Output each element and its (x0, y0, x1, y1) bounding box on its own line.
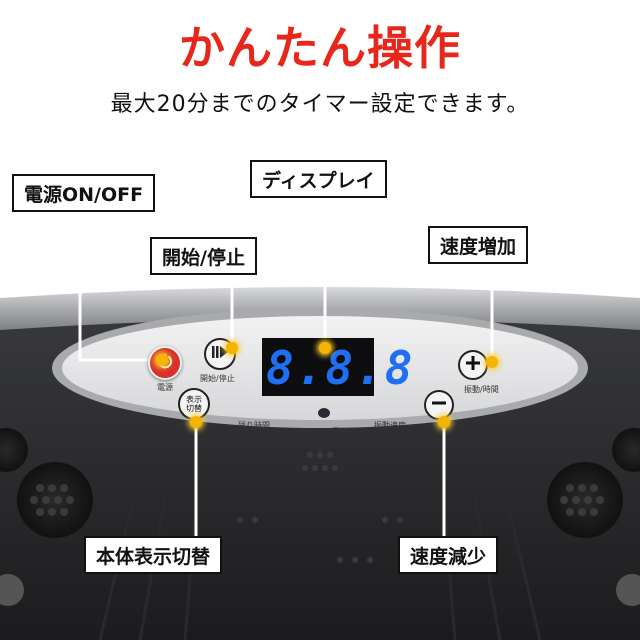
display-switch-button-text: 表示 切替 (186, 395, 202, 413)
plus-icon (465, 355, 481, 375)
display-switch-highlight-dot (190, 416, 202, 428)
massage-pad-left-edge (0, 428, 28, 472)
play-pause-icon (210, 344, 230, 364)
power-highlight-dot (156, 354, 168, 366)
speed-down-button[interactable] (424, 390, 454, 420)
start-stop-highlight-dot (226, 342, 238, 354)
remote-receiver-label: リモコン受光部 (300, 427, 356, 436)
start-stop-label: 開始/停止 (200, 374, 235, 383)
headline: かんたん操作 (179, 21, 461, 75)
callout-start-stop: 開始/停止 (150, 237, 257, 275)
led-display-digits: 8.8.8 (266, 341, 415, 395)
callout-display-switch: 本体表示切替 (84, 536, 223, 574)
remote-receiver-window (318, 408, 330, 418)
speed-up-highlight-dot (486, 356, 498, 368)
remaining-time-label: 残り時間 (238, 421, 270, 430)
speed-up-button[interactable] (458, 350, 488, 380)
power-label: 電源 (157, 383, 173, 392)
display-highlight-dot (319, 342, 331, 354)
callout-speed-up: 速度増加 (428, 226, 529, 264)
speed-down-highlight-dot (438, 416, 450, 428)
led-display-frame (262, 338, 374, 396)
vibration-time-label: 振動/時間 (464, 385, 499, 394)
foot-stud-right (616, 574, 640, 606)
massage-pad-right-edge (612, 428, 640, 472)
callout-speed-down: 速度減少 (398, 536, 499, 574)
minus-icon (431, 395, 447, 415)
subheadline: 最大20分までのタイマー設定できます。 (110, 92, 530, 117)
vibration-speed-label: 振動速度 (374, 421, 406, 430)
callout-display: ディスプレイ (250, 160, 387, 198)
callout-power: 電源ON/OFF (12, 174, 156, 212)
foot-stud-left (0, 574, 24, 606)
